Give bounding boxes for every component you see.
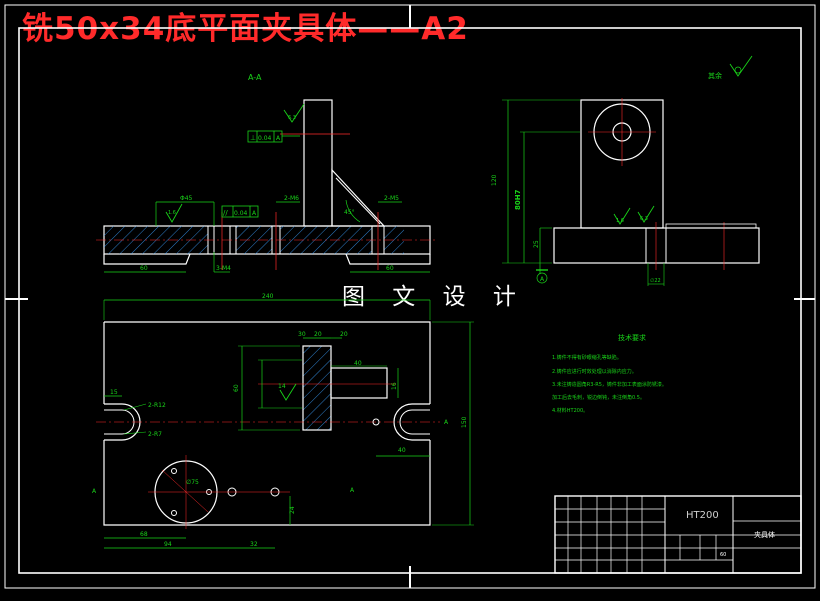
- dim-text: 32: [250, 541, 258, 548]
- tech-item: 4.材料HT200。: [552, 407, 588, 414]
- dim-text: 94: [164, 541, 172, 548]
- roughness-symbol-circle: [734, 66, 742, 74]
- top-view: 240 30 20 20 40 60 40 16 14 2-R12 2-R7 1…: [92, 293, 474, 549]
- dim-text: 120: [491, 174, 498, 186]
- title-block-material: HT200: [686, 510, 719, 521]
- watermark-text: 图 文 设 计: [342, 284, 526, 310]
- svg-text:0.04: 0.04: [258, 135, 272, 142]
- title-block-scale: 60: [720, 552, 726, 558]
- dim-text: 16: [391, 382, 398, 390]
- datum-label: A: [444, 419, 449, 426]
- dim-text: 30: [298, 331, 306, 338]
- dim-text: 45°: [344, 209, 355, 216]
- dim-text: 60: [233, 384, 240, 392]
- dim-text: 14: [278, 383, 286, 390]
- technical-requirements: 技术要求 1.铸件不得有砂眼缩孔等缺陷。 2.铸件应进行时效处理以消除内应力。 …: [552, 333, 667, 414]
- dim-text: 60: [386, 265, 394, 272]
- front-section-view: A-A: [96, 73, 438, 273]
- title-block-part-name: 夹具体: [754, 530, 775, 539]
- dim-text: 1.6: [616, 218, 624, 224]
- dim-text: 2-R7: [148, 431, 162, 438]
- svg-text:A: A: [252, 210, 257, 217]
- svg-text:0.04: 0.04: [234, 210, 248, 217]
- dim-text: 150: [461, 416, 468, 428]
- dim-text: 80H7: [514, 189, 522, 210]
- dim-text: 2-R12: [148, 402, 166, 409]
- dim-text: 15: [110, 389, 118, 396]
- dim-text: 40: [354, 360, 362, 367]
- dim-text: 2-M5: [384, 195, 399, 202]
- dim-text: 1.6: [168, 210, 176, 216]
- svg-text:⊥: ⊥: [250, 134, 256, 142]
- dim-text: ∅75: [186, 479, 199, 486]
- dim-text: 6.3: [288, 115, 296, 121]
- dim-text: Φ45: [180, 195, 193, 202]
- sheet-border: [4, 4, 816, 589]
- dim-text: 25: [533, 240, 540, 248]
- dim-text: 20: [340, 331, 348, 338]
- datum-label: A: [92, 488, 97, 495]
- svg-text://: //: [223, 209, 228, 217]
- dim-text: 60: [140, 265, 148, 272]
- dim-text: 3-M4: [216, 265, 231, 272]
- dim-text: 6.3: [640, 216, 648, 222]
- svg-text:A: A: [276, 135, 281, 142]
- section-label: A-A: [248, 73, 262, 82]
- dim-text: ∅22: [650, 278, 661, 284]
- tech-item: 加工后去毛刺，锐边倒钝，未注倒角0.5。: [552, 394, 645, 401]
- tech-item: 2.铸件应进行时效处理以消除内应力。: [552, 368, 637, 375]
- side-view: A 120 25 1.6 6.3 ∅22 80H7: [491, 98, 760, 286]
- drawing-title: 铣50x34底平面夹具体——A2: [22, 11, 469, 47]
- drawing-frame: [18, 27, 802, 574]
- dim-text: 2-M6: [284, 195, 299, 202]
- roughness-note: 其余: [708, 71, 722, 80]
- tolerance-frame-perpendicular: ⊥ 0.04 A: [247, 130, 300, 143]
- tolerance-frame-parallel: // 0.04 A: [221, 205, 259, 218]
- dim-text: 24: [289, 506, 296, 514]
- roughness-symbol: [729, 55, 753, 77]
- dim-text: 240: [262, 293, 274, 300]
- tech-item: 1.铸件不得有砂眼缩孔等缺陷。: [552, 354, 622, 361]
- tech-heading: 技术要求: [618, 333, 646, 342]
- dim-text: 68: [140, 531, 148, 538]
- title-block: [554, 495, 802, 574]
- tech-item: 3.未注铸造圆角R3-R5，铸件非加工表面涂防锈漆。: [552, 381, 667, 388]
- datum-label: A: [350, 487, 355, 494]
- svg-text:A: A: [540, 276, 545, 283]
- dim-text: 20: [314, 331, 322, 338]
- dim-text: 40: [398, 447, 406, 454]
